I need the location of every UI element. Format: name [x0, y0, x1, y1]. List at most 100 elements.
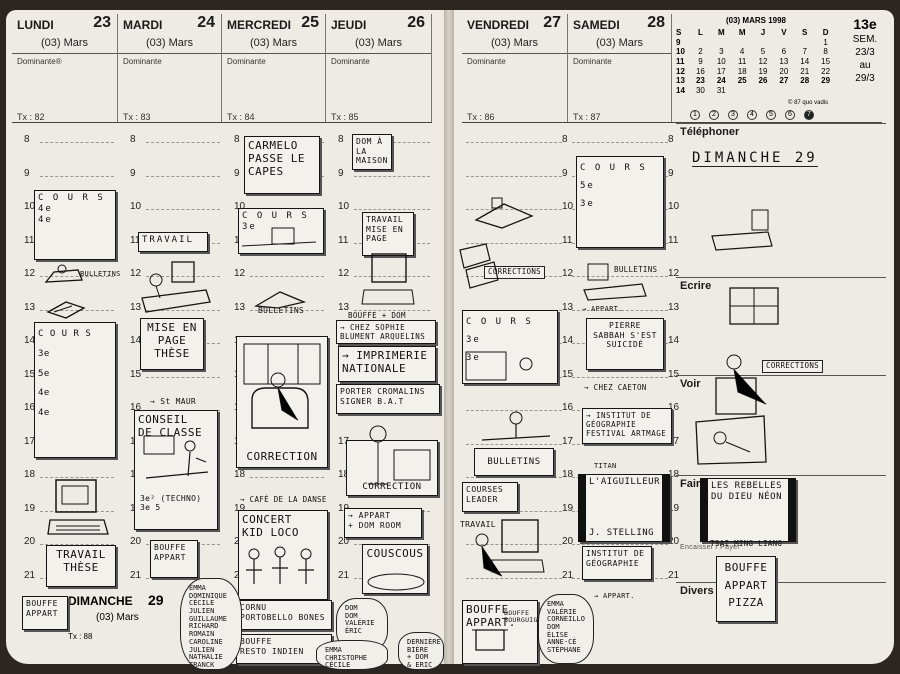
lundi-cours-box-2-line: 4e	[38, 388, 50, 399]
hour-label: 10	[668, 201, 680, 212]
hour-line	[466, 209, 562, 210]
mardi-3e-note-line: 3e² (TECHNO)	[140, 494, 202, 503]
hour-label: 12	[24, 268, 36, 279]
hour-label: 11	[130, 234, 141, 246]
mardi-mise-box-line: PAGE	[157, 334, 187, 348]
sunday-tx: Tx : 88	[68, 632, 93, 641]
jeudi-bouffe-dom: BOUFFE + DOM	[348, 311, 406, 320]
mardi-travail-box: TRAVAIL	[138, 232, 208, 252]
day-rule	[118, 53, 221, 54]
hour-label: 21	[24, 569, 36, 581]
calendar-day: 3	[719, 47, 724, 57]
mardi-bouffe-box-line: BOUFFE	[154, 543, 186, 552]
jeudi-porter-box-line: SIGNER B.A.T	[340, 396, 404, 406]
week-au: au	[859, 60, 871, 71]
vendredi-corrections: CORRECTIONS	[484, 266, 545, 279]
dominante-label: Dominante	[331, 57, 370, 66]
dimanche-sketch-window	[726, 284, 784, 330]
hour-label: 21	[338, 569, 350, 581]
vendredi-sketch-stack	[456, 240, 516, 292]
hour-line	[40, 544, 114, 545]
day-number: 28	[647, 14, 665, 31]
vendredi-sketch-pot	[470, 622, 510, 654]
hour-label: 8	[668, 134, 674, 145]
jeudi-cloud-2-line: CHRISTOPHE	[325, 653, 368, 662]
hour-label: 8	[234, 134, 240, 145]
day-rule	[462, 53, 567, 54]
hour-label: 9	[668, 167, 674, 179]
weekday-circle: 3	[728, 110, 738, 120]
hour-line	[466, 175, 562, 177]
hour-line	[146, 175, 220, 177]
day-number: 24	[197, 14, 215, 31]
weekday-circle: 7	[804, 110, 814, 120]
calendar-day: 2	[698, 47, 703, 57]
lundi-cours-box-2-line: 4e	[38, 408, 50, 419]
jeudi-cloud-3-line: + DOM & ERIC	[407, 653, 433, 670]
calendar-day: 31	[716, 85, 726, 95]
jeudi-travail-box-line: PAGE	[366, 234, 388, 244]
vendredi-courses-box-line: COURSES	[466, 485, 504, 494]
hour-label: 20	[130, 536, 142, 547]
hour-label: 21	[562, 569, 574, 581]
hour-line	[250, 477, 324, 478]
brand-mark: © 87 quo vadis	[788, 100, 829, 106]
lundi-cours-box-line: 4e	[38, 203, 53, 214]
hour-label: 19	[24, 502, 36, 514]
dominante-label: Dominante®	[17, 57, 62, 66]
vendredi-cours-box-line: 3e	[466, 353, 481, 363]
samedi-pierre-box-line: SABBAH S'EST	[593, 330, 657, 340]
calendar-day: 30	[695, 85, 705, 95]
dimanche-rebelles-box-line: DU DIEU NÉON	[711, 491, 783, 502]
hour-label: 14	[668, 335, 680, 346]
week-number: 11	[676, 57, 685, 67]
jeudi-cloud-1-line: DOM	[345, 604, 358, 612]
vendredi-cloud-line: ANNE-CÉ	[547, 638, 577, 647]
lundi-cours-box-2-line: C O U R S	[38, 329, 92, 339]
hour-label: 9	[24, 167, 30, 179]
vendredi-travail: TRAVAIL	[460, 520, 496, 529]
calendar-day: 8	[823, 47, 828, 57]
calendar-day: 22	[821, 66, 831, 76]
hour-line	[572, 544, 668, 545]
hour-label: 15	[24, 368, 36, 380]
jeudi-correction-box: CORRECTION	[346, 440, 438, 496]
samedi-geo-box-line: INSTITUT DE	[586, 549, 645, 558]
vendredi-bouffe-box-line: BOUFFE	[466, 603, 509, 616]
hour-label: 20	[562, 536, 574, 547]
hour-line	[466, 544, 562, 545]
section-telephoner: Téléphoner	[680, 126, 740, 138]
vendredi-sketch-room	[462, 350, 556, 384]
hour-label: 10	[24, 201, 36, 212]
hour-line	[146, 209, 220, 210]
day-month: (03) Mars	[595, 37, 644, 49]
jeudi-cloud-1-line: ÉRIC	[345, 627, 362, 636]
hour-line	[250, 276, 324, 277]
samedi-titan: TITAN	[594, 462, 617, 470]
day-name: MARDI	[123, 18, 163, 32]
calendar-day: 18	[737, 66, 747, 76]
hour-label: 17	[562, 435, 574, 447]
dimanche-sketch-desk	[708, 206, 778, 256]
vendredi-cloud-line: ÉLISE	[547, 630, 569, 639]
samedi-bulletins: BULLETINS	[614, 265, 658, 274]
dimanche-tsai: TSAI MING LIANG	[710, 539, 783, 548]
mercredi-guest-cloud-line: ROMAIN	[189, 630, 215, 639]
calendar-day: 25	[737, 76, 747, 86]
week-number: 10	[676, 47, 685, 57]
hour-line	[466, 242, 562, 244]
hour-label: 12	[668, 268, 680, 279]
vendredi-bourguignon-line: BOURGUIGNON	[504, 616, 551, 625]
hour-line	[466, 410, 562, 411]
hour-line	[250, 309, 324, 311]
mercredi-cafe: → CAFÉ DE LA DANSE	[240, 495, 327, 504]
mercredi-cornu-box-line: CORNU	[240, 603, 267, 612]
